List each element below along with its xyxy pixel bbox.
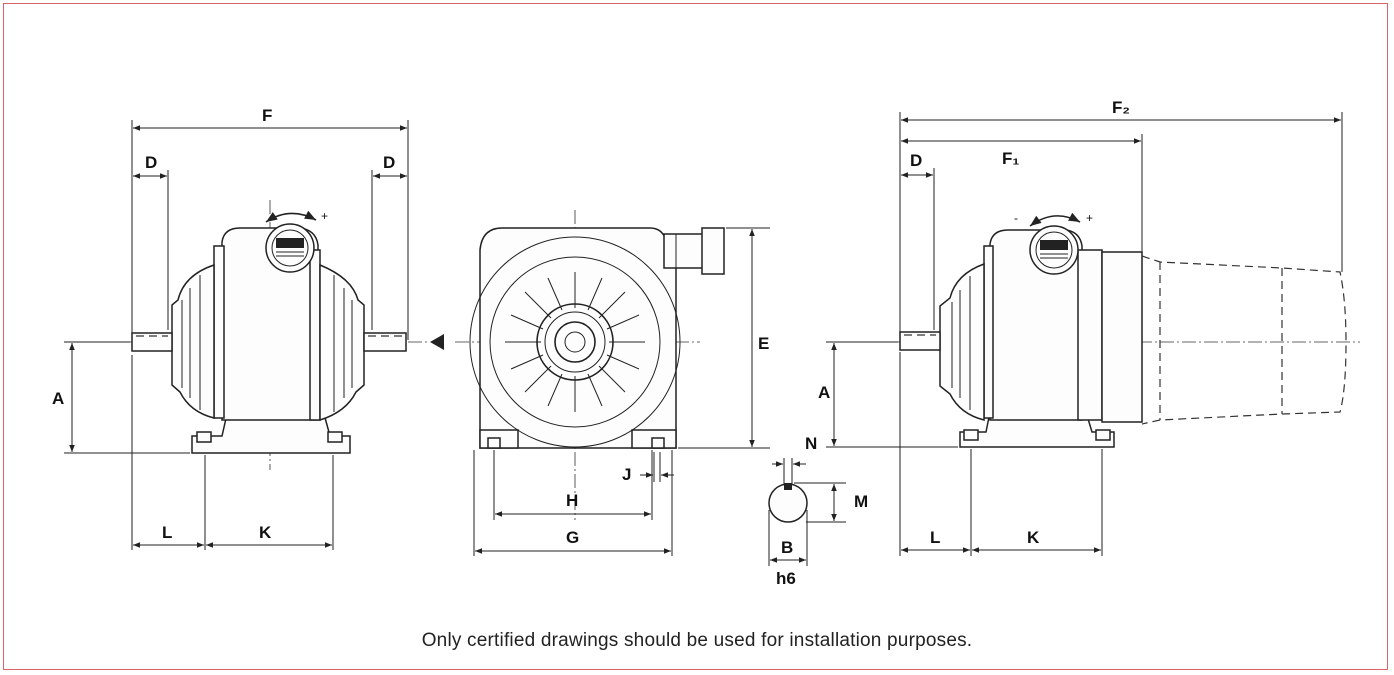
rotation-minus-sign: - [1014, 211, 1018, 225]
tolerance-label-h6: h6 [776, 569, 796, 588]
dim-label-B: B [781, 538, 793, 557]
dim-label-N: N [805, 434, 817, 453]
view-direction-arrow-icon [430, 334, 444, 350]
dim-label-L-left: L [162, 523, 172, 542]
dim-label-D-left: D [145, 153, 157, 172]
left-rotation-plus-sign: + [321, 209, 328, 223]
dim-label-H: H [566, 491, 578, 510]
dim-label-K-right-view: K [1027, 528, 1040, 547]
right-side-view [826, 112, 1360, 556]
dim-label-D-right: D [383, 153, 395, 172]
fin-lines [505, 272, 645, 412]
dim-label-M: M [854, 492, 868, 511]
dim-label-E: E [758, 334, 769, 353]
dim-label-K-left: K [259, 523, 272, 542]
rotation-plus-sign: + [1086, 211, 1093, 225]
left-side-view [64, 120, 430, 550]
dim-label-D-right-view: D [910, 151, 922, 170]
dim-label-A-left: A [52, 389, 64, 408]
dim-label-L-right-view: L [930, 528, 940, 547]
certified-drawings-note: Only certified drawings should be used f… [421, 630, 973, 651]
dim-label-G: G [566, 528, 579, 547]
dim-label-F2: F₂ [1112, 98, 1130, 117]
dim-label-F: F [262, 106, 272, 125]
shaft-key-detail [768, 458, 846, 566]
drawing-frame [3, 3, 1388, 670]
front-view [455, 210, 770, 556]
dim-label-J: J [622, 465, 631, 484]
dim-label-A-right-view: A [818, 383, 830, 402]
dim-label-F1: F₁ [1002, 149, 1019, 168]
